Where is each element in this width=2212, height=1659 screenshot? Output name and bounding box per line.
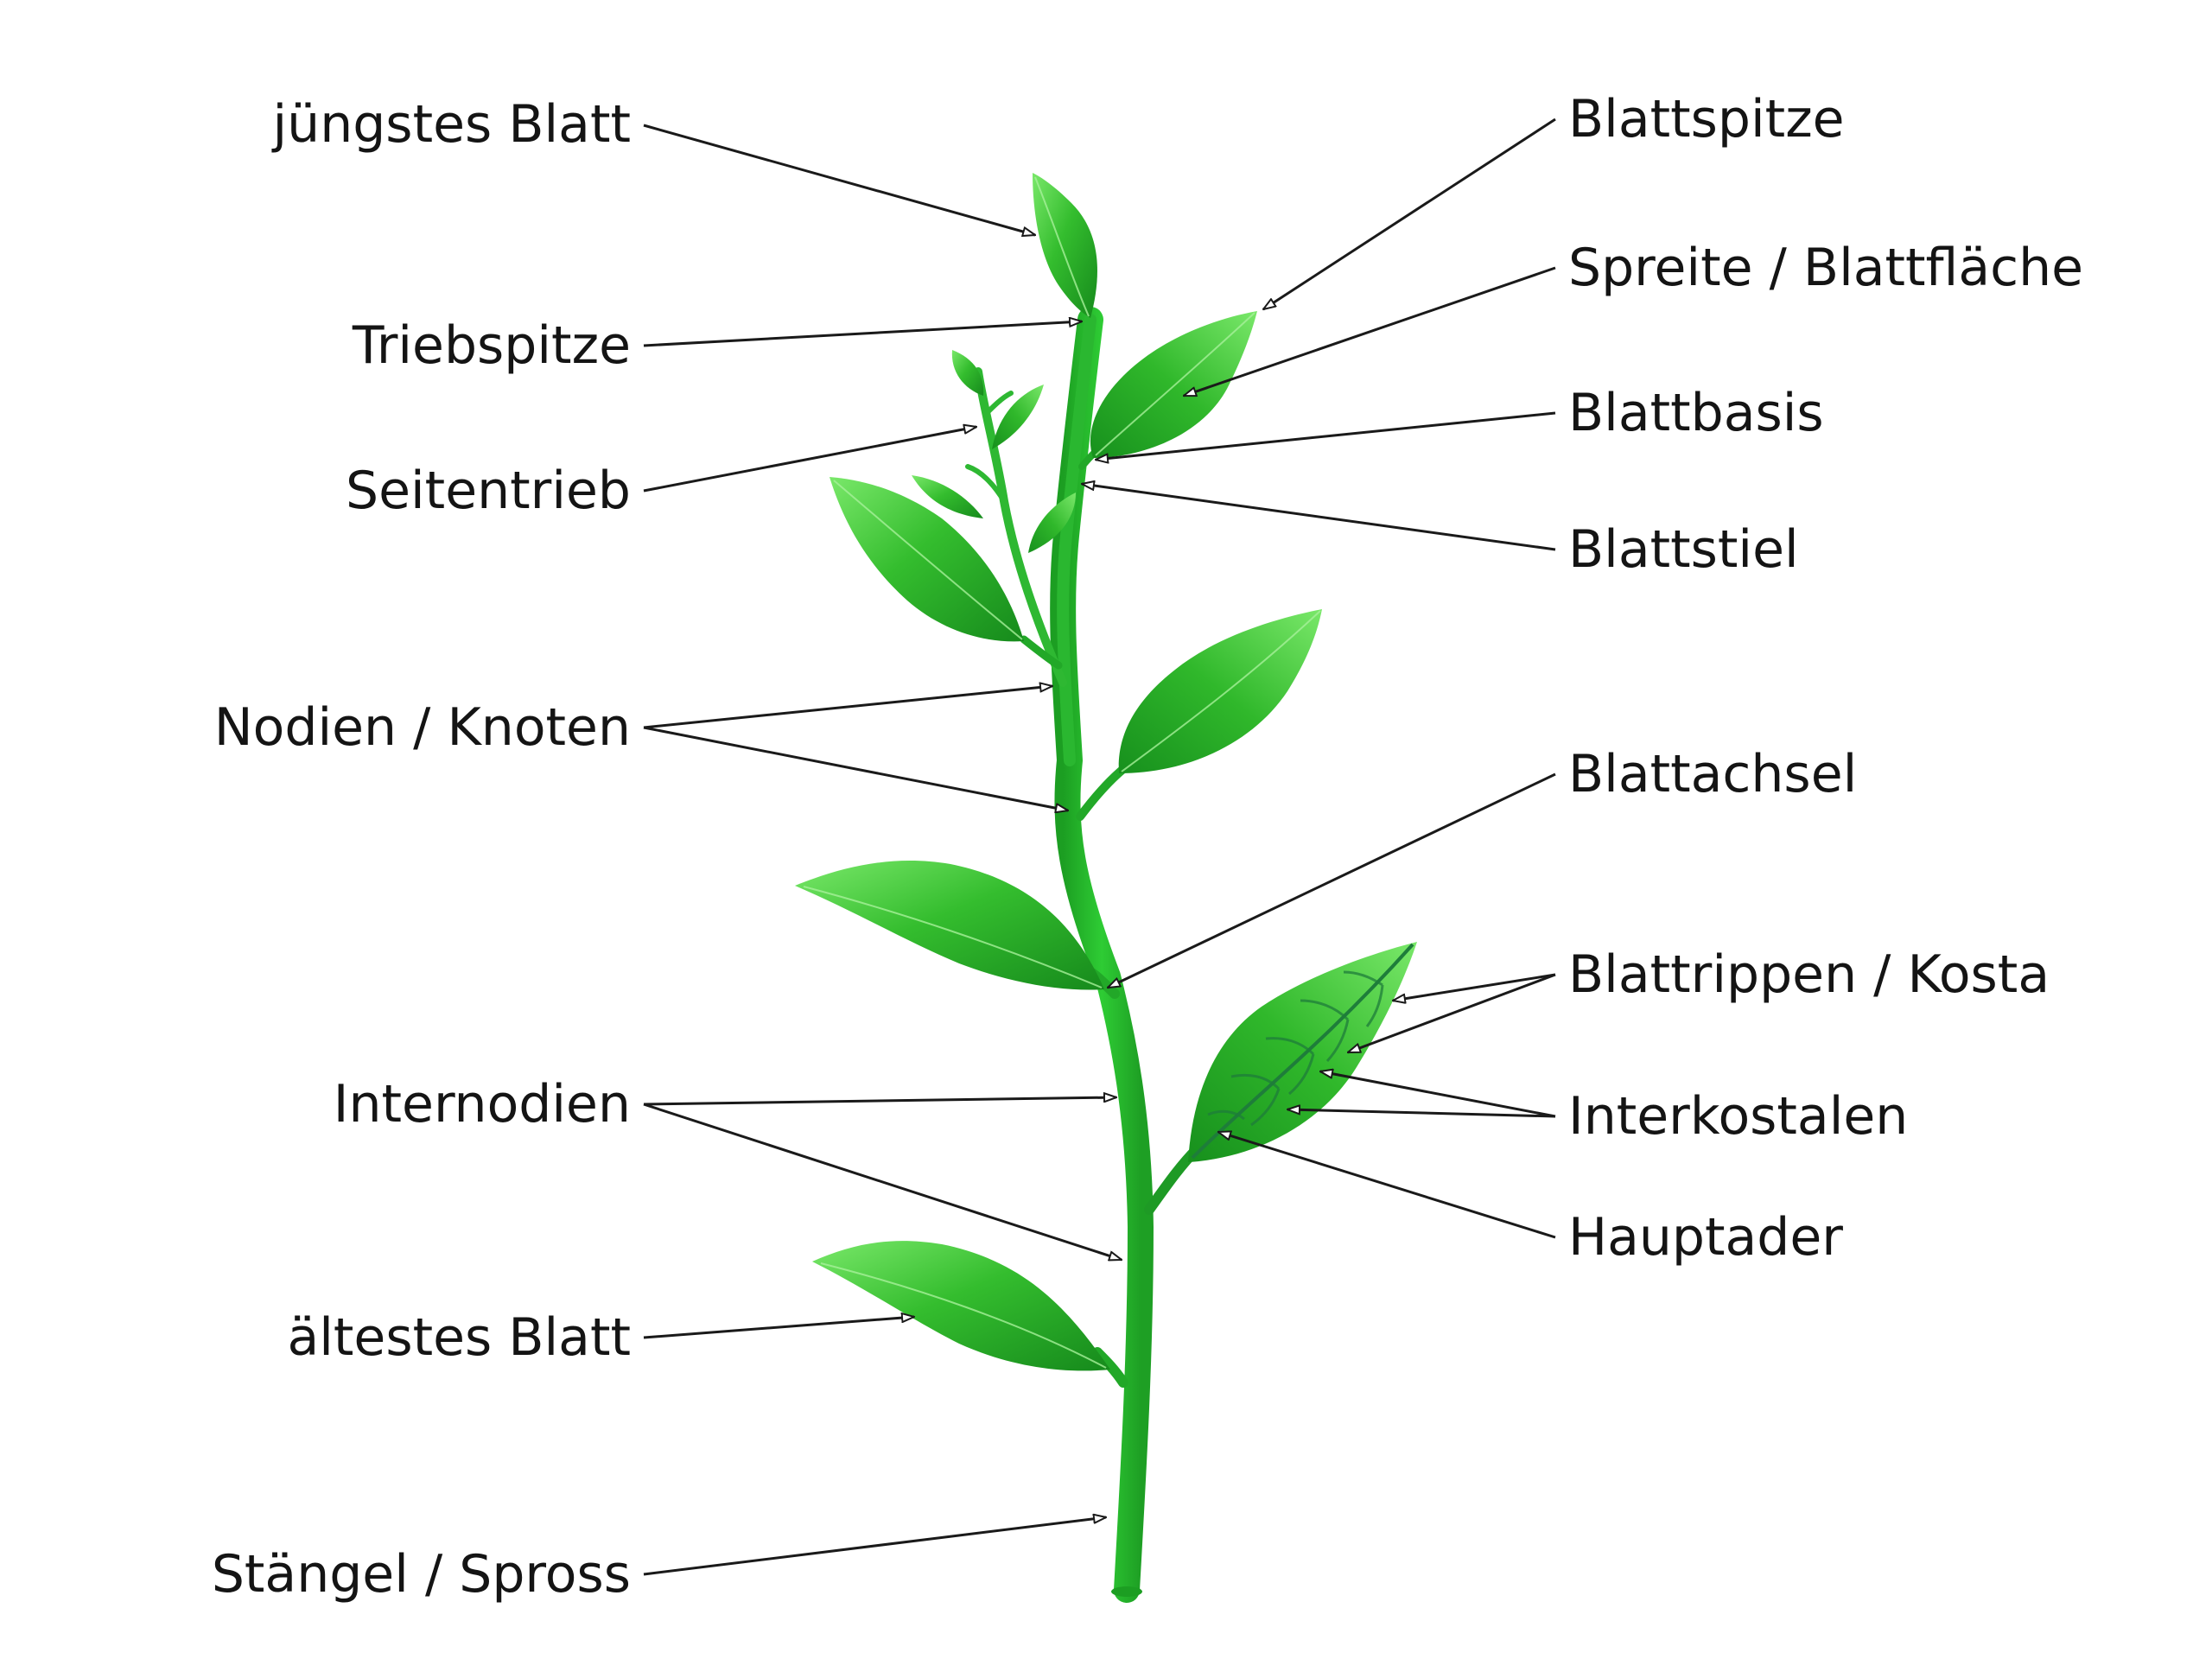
leader-lines [643, 118, 1556, 1576]
leader-intercostals-2 [1287, 1109, 1556, 1118]
leaf-youngest-vein [1034, 176, 1090, 317]
label-side-shoot: Seitentrieb [346, 461, 631, 521]
labels-left: jüngstes Blatt Triebspitze Seitentrieb N… [212, 94, 631, 1605]
leaf-youngest [1033, 173, 1097, 318]
leader-leaf-blade [1184, 266, 1556, 397]
leader-petiole [1082, 484, 1556, 551]
leaf-oldest-vein [820, 1262, 1107, 1369]
label-ribs: Blattrippen / Kosta [1568, 944, 2050, 1005]
leaf-upper-left-vein [833, 480, 1023, 640]
label-intercostals: Interkostalen [1568, 1086, 1908, 1147]
leaf-axil-vein [803, 886, 1103, 988]
label-youngest-leaf: jüngstes Blatt [271, 94, 632, 155]
stem-base [1111, 1586, 1142, 1597]
leader-youngest-leaf [643, 124, 1035, 235]
label-stem: Stängel / Spross [212, 1544, 631, 1605]
leader-ribs-1 [1393, 973, 1556, 1001]
leaf-petiole-small [1028, 493, 1076, 553]
label-leaf-base: Blattbasis [1568, 383, 1824, 443]
leaf-right-mid-vein [1121, 610, 1321, 772]
leader-leaf-tip [1263, 118, 1556, 309]
leaf-veined-ribs [1207, 970, 1384, 1127]
leader-oldest-leaf [643, 1317, 914, 1339]
leader-internodes-1 [643, 1097, 1116, 1106]
leader-internodes-2 [643, 1103, 1122, 1260]
label-internodes: Internodien [334, 1074, 631, 1135]
leader-stem [643, 1517, 1106, 1576]
leaf-blade-vein [1095, 312, 1255, 456]
leaf-side-top [951, 350, 984, 396]
label-leaf-blade: Spreite / Blattfläche [1568, 238, 2083, 298]
label-shoot-tip: Triebspitze [352, 315, 631, 376]
labels-right: Blattspitze Spreite / Blattfläche Blattb… [1568, 89, 2083, 1268]
plant [795, 173, 1417, 1603]
leaf-right-mid [1118, 609, 1322, 773]
leader-nodes-2 [643, 726, 1068, 810]
petiole-upper-left [1020, 635, 1063, 670]
leader-nodes-1 [643, 686, 1052, 729]
leader-leaf-base [1096, 411, 1556, 460]
leader-intercostals-1 [1320, 1071, 1556, 1118]
label-nodes: Nodien / Knoten [214, 697, 631, 758]
leader-shoot-tip [643, 321, 1082, 347]
leader-side-shoot [643, 427, 976, 493]
leader-midrib [1218, 1132, 1556, 1239]
leader-ribs-2 [1348, 973, 1556, 1054]
petiole-right-mid [1076, 765, 1128, 821]
side-shoot-twig-2 [982, 391, 1014, 417]
leaf-side-small-left [912, 475, 983, 518]
label-leaf-axil: Blattachsel [1568, 744, 1857, 804]
label-midrib: Hauptader [1568, 1207, 1843, 1268]
label-petiole: Blattstiel [1568, 519, 1799, 580]
leaf-side-top-right [992, 385, 1044, 449]
side-shoot-twig [965, 464, 1007, 504]
leader-leaf-axil [1108, 772, 1556, 989]
label-oldest-leaf: ältestes Blatt [287, 1307, 631, 1368]
label-leaf-tip: Blattspitze [1568, 89, 1845, 149]
